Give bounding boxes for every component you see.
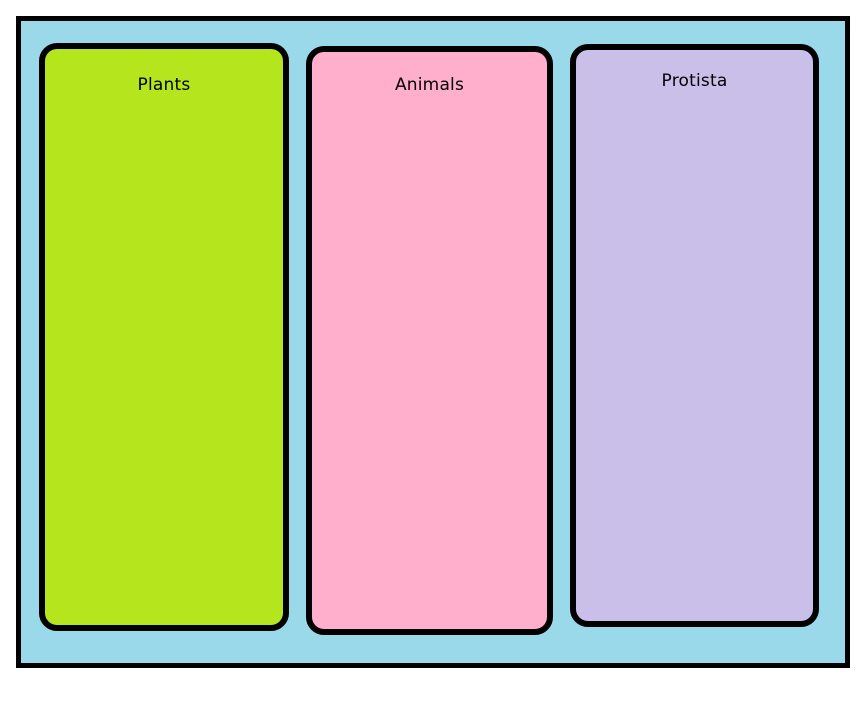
category-label-animals: Animals <box>394 75 465 95</box>
category-label-plants: Plants <box>137 75 191 95</box>
category-card-animals[interactable]: Animals <box>306 46 553 635</box>
category-label-protista: Protista <box>661 71 728 91</box>
category-card-plants[interactable]: Plants <box>39 43 289 631</box>
category-card-row: Plants Animals Protista <box>21 21 845 663</box>
classification-panel: Plants Animals Protista <box>16 16 850 668</box>
category-card-protista[interactable]: Protista <box>570 44 819 627</box>
